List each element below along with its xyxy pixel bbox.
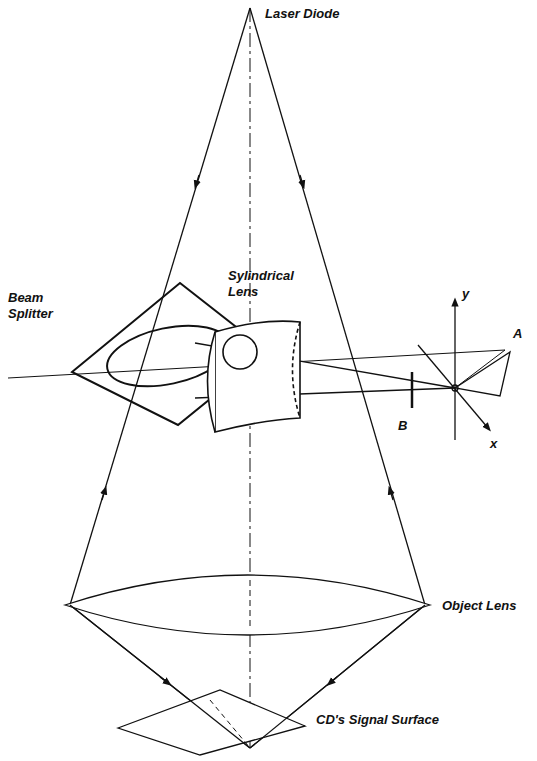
part-label: Laser Diode: [265, 6, 339, 22]
ray-arrow: [102, 490, 105, 500]
point-label: B: [398, 418, 407, 434]
ray-arrow: [300, 175, 303, 185]
cylindrical-lens: [208, 321, 301, 432]
ray: [70, 8, 250, 605]
part-label: CD's Signal Surface: [316, 712, 439, 728]
ray-arrow: [196, 175, 199, 185]
part-label: Object Lens: [442, 598, 516, 614]
cd-surface: [118, 690, 305, 755]
ray: [250, 8, 425, 605]
focus-point: [452, 385, 458, 391]
ray-arrow: [390, 490, 393, 500]
axis-label: x: [490, 436, 497, 452]
object-lens: [65, 575, 430, 635]
point-label: A: [513, 326, 522, 342]
x-axis: [418, 345, 488, 428]
focal-line-a: [455, 352, 510, 396]
focal-line-b: [411, 372, 414, 408]
y-axis: [454, 302, 455, 440]
part-label: Beam Splitter: [8, 290, 70, 322]
axis-label: y: [462, 286, 469, 302]
part-label: Sylindrical Lens: [228, 268, 308, 300]
